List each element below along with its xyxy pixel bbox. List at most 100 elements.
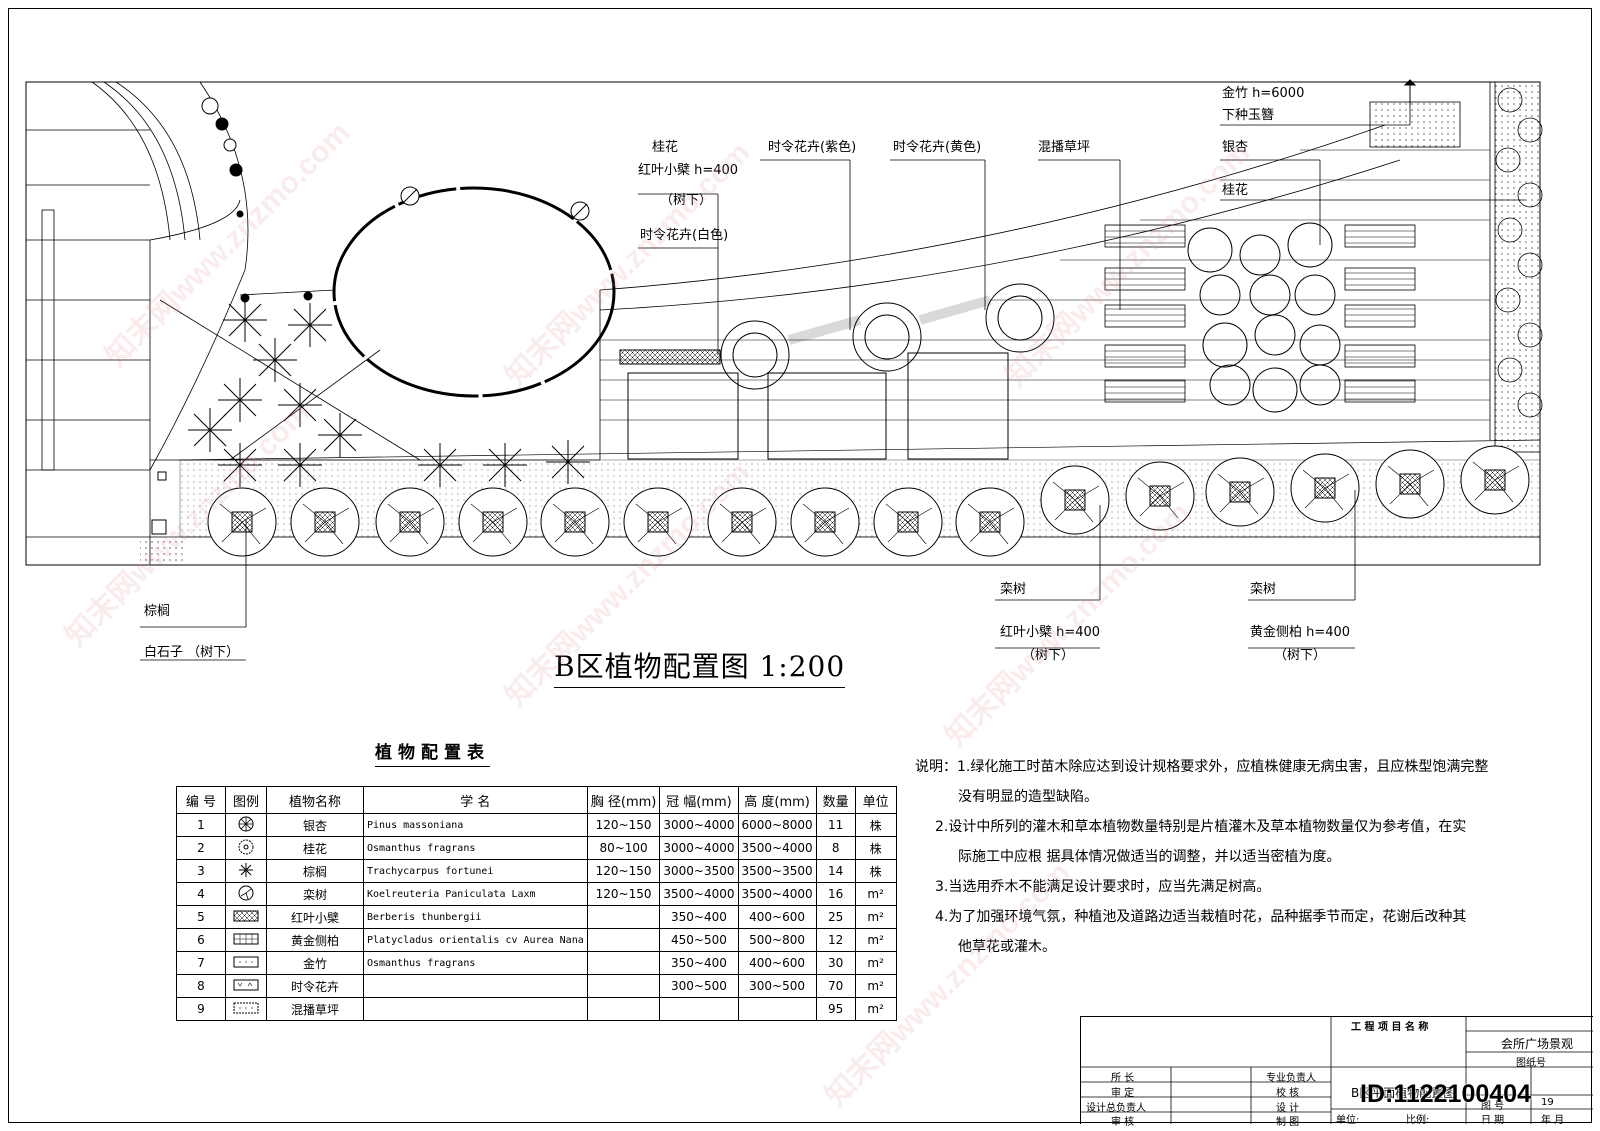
- note-line: 没有明显的造型缺陷。: [958, 789, 1098, 805]
- col-header: 高 度(mm): [737, 786, 817, 814]
- tree-branches: [1387, 465, 1435, 507]
- label-hongye-2: 红叶小檗 h=400: [1000, 625, 1101, 640]
- cell-qty: 14: [815, 859, 856, 883]
- cell-index: 2: [176, 836, 226, 860]
- cell-height: 3500~4000: [737, 836, 817, 860]
- cell-crown: [659, 997, 739, 1021]
- cell-height: 400~600: [737, 905, 817, 929]
- col-header: 编 号: [176, 786, 226, 814]
- cell-height: 300~500: [737, 974, 817, 998]
- label-guihua-1: 桂花: [652, 140, 679, 155]
- drawing-name: B区平面植物配置图: [1351, 1086, 1456, 1100]
- label-baishizi: 白石子 （树下）: [144, 645, 240, 660]
- cell-dbh: 120~150: [586, 882, 661, 906]
- note-line: 2.设计中所列的灌木和草本植物数量特别是片植灌木及草本植物数量仅为参考值，在实: [935, 819, 1467, 835]
- cell-crown: 350~400: [659, 905, 739, 929]
- cell-name: 银杏: [266, 813, 364, 837]
- note-line: 4.为了加强环境气氛，种植池及道路边适当栽植时花，品种据季节而定，花谢后改种其: [935, 909, 1467, 925]
- page-number: 19: [1541, 1097, 1554, 1108]
- note-line: 说明：1.绿化施工时苗木除应达到设计规格要求外，应植株健康无病虫害，且应株型饱满…: [915, 759, 1489, 775]
- role-label: 设计总负责人: [1086, 1103, 1146, 1114]
- role2-label: 专业负责人: [1266, 1073, 1316, 1084]
- cell-index: 8: [176, 974, 226, 998]
- label-shiling-yellow: 时令花卉(黄色): [893, 140, 982, 155]
- cell-index: 7: [176, 951, 226, 975]
- hatch-fine-icon: [225, 997, 267, 1021]
- label-guihua-2: 桂花: [1222, 183, 1249, 198]
- cell-crown: 300~500: [659, 974, 739, 998]
- col-header: 冠 幅(mm): [659, 786, 739, 814]
- cell-index: 4: [176, 882, 226, 906]
- label-huangjin: 黄金侧柏 h=400: [1250, 625, 1351, 640]
- cell-qty: 8: [815, 836, 856, 860]
- cell-crown: 450~500: [659, 928, 739, 952]
- cell-name: 混播草坪: [266, 997, 364, 1021]
- tree-branches: [635, 503, 683, 545]
- cell-dbh: [586, 905, 661, 929]
- tree-branches: [885, 503, 933, 545]
- cell-name: 黄金侧柏: [266, 928, 364, 952]
- cell-height: 3500~4000: [737, 882, 817, 906]
- yinxing-symbol-icon: [225, 813, 267, 837]
- role2-label: 校 核: [1276, 1088, 1300, 1099]
- title-block: 工 程 项 目 名 称 会所广场景观 图纸号 B区平面植物配置图 图 号 19 …: [1080, 1016, 1593, 1128]
- cell-sci-name: Koelreuteria Paniculata Laxm: [363, 882, 588, 906]
- tree-branches: [219, 503, 267, 545]
- cell-qty: 70: [815, 974, 856, 998]
- cell-index: 5: [176, 905, 226, 929]
- note-line: 际施工中应根 据具体情况做适当的调整，并以适当密植为度。: [958, 849, 1341, 865]
- cell-dbh: 80~100: [586, 836, 661, 860]
- cell-crown: 3500~4000: [659, 882, 739, 906]
- cell-name: 红叶小檗: [266, 905, 364, 929]
- hatch-cross-icon: [225, 905, 267, 929]
- tree-branches: [552, 503, 600, 545]
- tree-branches: [1052, 481, 1100, 523]
- cell-qty: 11: [815, 813, 856, 837]
- cell-index: 6: [176, 928, 226, 952]
- cell-sci-name: [363, 997, 588, 1021]
- tree-branches: [719, 503, 767, 545]
- role-label: 审 核: [1111, 1117, 1135, 1128]
- cell-sci-name: [363, 974, 588, 998]
- cell-dbh: [586, 951, 661, 975]
- cell-qty: 12: [815, 928, 856, 952]
- scale-label: 比例:: [1406, 1115, 1430, 1126]
- street-tree-row: [207, 445, 1530, 557]
- role2-label: 设 计: [1276, 1103, 1300, 1114]
- note-line: 他草花或灌木。: [958, 939, 1056, 955]
- title-block-lines: [1081, 1017, 1593, 1124]
- cell-unit: m²: [854, 997, 897, 1021]
- label-yinxing: 银杏: [1222, 140, 1249, 155]
- drawing-no-label: 图纸号: [1516, 1058, 1546, 1069]
- cell-crown: 3000~4000: [659, 813, 739, 837]
- unit-label: 单位:: [1336, 1115, 1360, 1126]
- cell-dbh: [586, 928, 661, 952]
- tree-branches: [387, 503, 435, 545]
- tree-branches: [1302, 469, 1350, 511]
- cell-unit: m²: [854, 905, 897, 929]
- cell-qty: 30: [815, 951, 856, 975]
- col-header: 胸 径(mm): [586, 786, 661, 814]
- cell-sci-name: Trachycarpus fortunei: [363, 859, 588, 883]
- cell-index: 9: [176, 997, 226, 1021]
- guihua-symbol-icon: [225, 836, 267, 860]
- cell-name: 金竹: [266, 951, 364, 975]
- project-label: 工 程 项 目 名 称: [1351, 1022, 1429, 1033]
- cell-sci-name: Pinus massoniana: [363, 813, 588, 837]
- label-luanshu-1: 栾树: [1000, 582, 1027, 597]
- drawing-title: B区植物配置图 1:200: [554, 645, 846, 688]
- cell-crown: 3000~4000: [659, 836, 739, 860]
- label-hongye-1: 红叶小檗 h=400: [638, 163, 739, 178]
- label-shiling-white: 时令花卉(白色): [640, 228, 729, 243]
- label-shiling-purple: 时令花卉(紫色): [768, 140, 857, 155]
- label-shuxia-2: （树下）: [1022, 648, 1075, 663]
- luanshu-symbol-icon: [225, 882, 267, 906]
- label-jinzhu: 金竹 h=6000: [1222, 86, 1305, 101]
- col-header: 数量: [815, 786, 856, 814]
